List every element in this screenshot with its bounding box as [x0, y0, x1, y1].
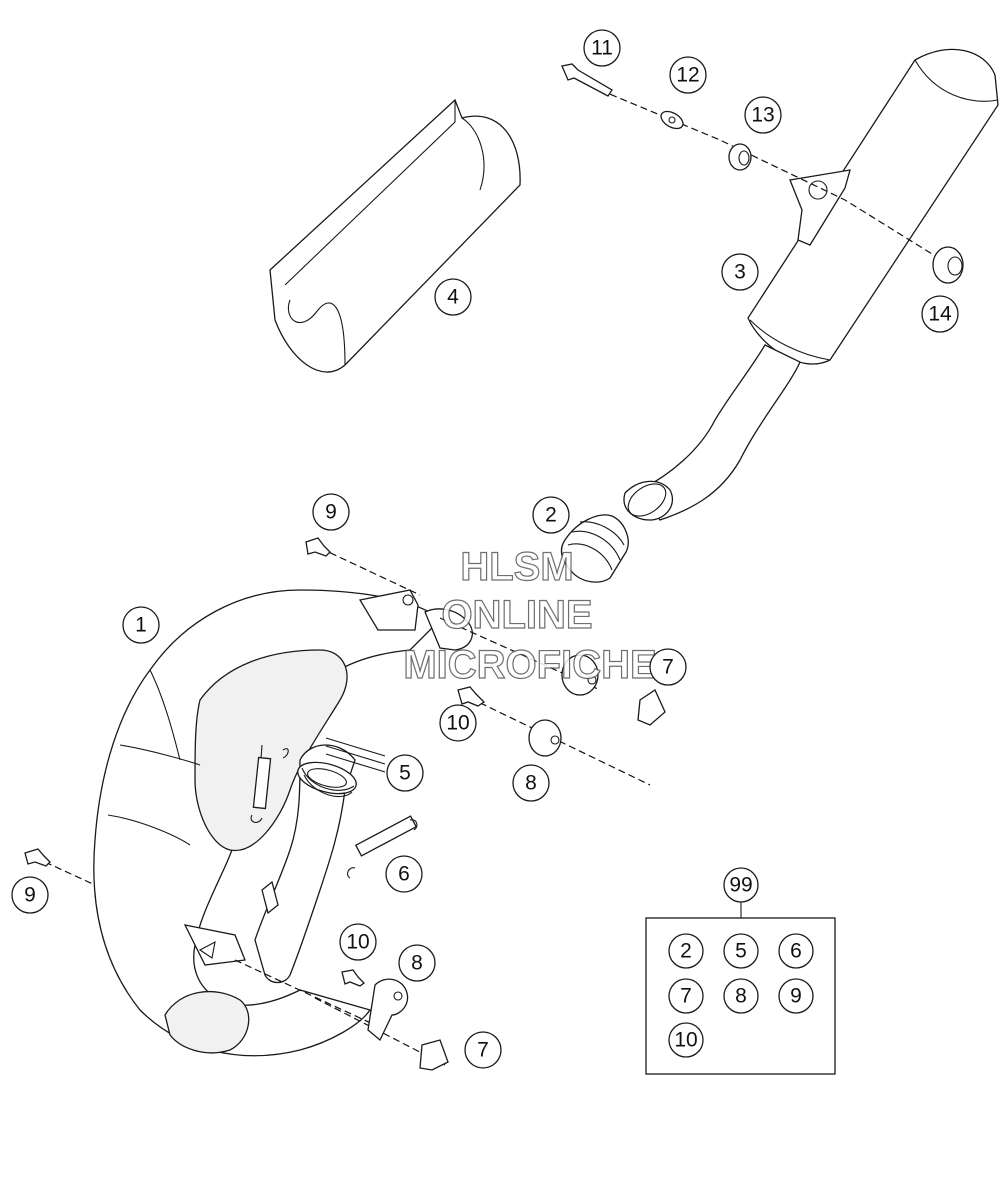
svg-text:7: 7 — [680, 985, 692, 1008]
callout-1[interactable]: 1 — [122, 606, 160, 644]
svg-text:10: 10 — [346, 931, 369, 954]
svg-text:6: 6 — [790, 940, 802, 963]
svg-text:3: 3 — [734, 261, 746, 284]
kit-callout[interactable]: 99 — [723, 867, 759, 903]
svg-text:8: 8 — [525, 772, 537, 795]
callout-10-upper[interactable]: 10 — [439, 704, 477, 742]
silencer — [623, 48, 999, 521]
svg-text:11: 11 — [591, 37, 613, 60]
svg-text:8: 8 — [411, 952, 423, 975]
callout-10-lower[interactable]: 10 — [339, 923, 377, 961]
kit-99-group: 99 2 5 6 7 8 9 10 — [645, 867, 836, 1075]
expansion-chamber — [93, 589, 473, 1057]
svg-text:9: 9 — [325, 501, 337, 524]
callout-9-upper[interactable]: 9 — [312, 493, 350, 531]
svg-text:2: 2 — [545, 504, 557, 527]
watermark-line-2: ONLINE — [441, 593, 592, 637]
kit-item-5[interactable]: 5 — [723, 933, 759, 969]
kit-label: 99 — [729, 874, 752, 897]
upper-mounting-hardware — [305, 537, 666, 786]
kit-item-9[interactable]: 9 — [778, 978, 814, 1014]
svg-text:4: 4 — [447, 286, 459, 309]
kit-item-7[interactable]: 7 — [668, 978, 704, 1014]
callout-4[interactable]: 4 — [434, 278, 472, 316]
svg-text:12: 12 — [676, 64, 699, 87]
svg-text:14: 14 — [928, 303, 952, 326]
svg-text:5: 5 — [735, 940, 747, 963]
svg-text:1: 1 — [135, 614, 147, 637]
callout-13[interactable]: 13 — [744, 96, 782, 134]
callout-11[interactable]: 11 — [583, 29, 621, 67]
kit-item-10[interactable]: 10 — [668, 1022, 704, 1058]
watermark: HLSM ONLINE MICROFICHE — [403, 544, 658, 687]
svg-text:9: 9 — [24, 884, 36, 907]
callout-6[interactable]: 6 — [385, 855, 423, 893]
callout-2[interactable]: 2 — [532, 496, 570, 534]
callout-8-upper[interactable]: 8 — [512, 764, 550, 802]
kit-item-8[interactable]: 8 — [723, 978, 759, 1014]
svg-text:10: 10 — [446, 712, 469, 735]
callout-8-lower[interactable]: 8 — [398, 944, 436, 982]
svg-text:9: 9 — [790, 985, 802, 1008]
lower-mounting-hardware — [24, 848, 449, 1071]
kit-item-2[interactable]: 2 — [668, 933, 704, 969]
watermark-line-1: HLSM — [460, 545, 573, 589]
svg-text:5: 5 — [399, 762, 411, 785]
callout-7-lower[interactable]: 7 — [464, 1031, 502, 1069]
callout-9-lower[interactable]: 9 — [11, 876, 49, 914]
callout-3[interactable]: 3 — [721, 253, 759, 291]
svg-text:8: 8 — [735, 985, 747, 1008]
springs — [250, 737, 418, 915]
svg-text:10: 10 — [674, 1029, 697, 1052]
svg-text:7: 7 — [477, 1039, 489, 1062]
part-callouts: 1 2 3 4 5 6 7 7 8 8 9 9 10 10 11 12 13 1… — [11, 29, 959, 1069]
watermark-line-3: MICROFICHE — [403, 643, 656, 687]
kit-item-6[interactable]: 6 — [778, 933, 814, 969]
heat-shield-sleeve — [269, 98, 521, 373]
svg-text:13: 13 — [751, 104, 774, 127]
svg-text:2: 2 — [680, 940, 692, 963]
svg-text:7: 7 — [662, 656, 674, 679]
callout-14[interactable]: 14 — [921, 295, 959, 333]
connecting-sleeve — [560, 514, 629, 583]
callout-7-upper[interactable]: 7 — [649, 648, 687, 686]
callout-5[interactable]: 5 — [386, 754, 424, 792]
silencer-mounting-hardware — [561, 63, 964, 284]
callout-12[interactable]: 12 — [669, 56, 707, 94]
svg-text:6: 6 — [398, 863, 410, 886]
